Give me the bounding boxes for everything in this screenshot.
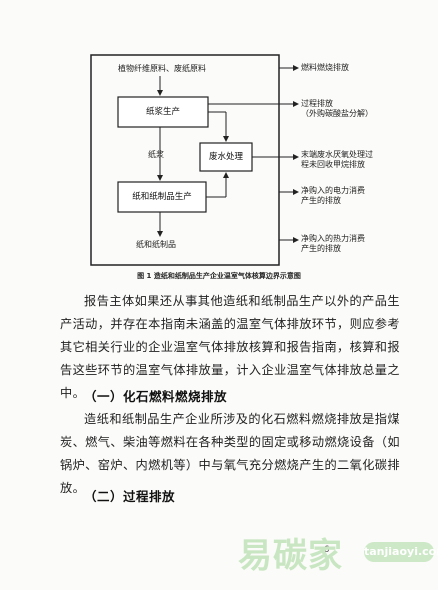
- raw-materials-label: 植物纤维原料、废纸原料: [118, 64, 206, 73]
- paper-box-label: 纸和纸制品生产: [132, 192, 192, 202]
- output-wastewater-methane: 末端废水厌氧处理过 程未回收甲烷排放: [301, 150, 373, 169]
- boundary-diagram: 植物纤维原料、废纸原料 纸浆生产 纸浆 废水处理 纸和纸制品生产 纸和纸制品 燃…: [0, 0, 438, 290]
- pulp-box-label: 纸浆生产: [145, 107, 180, 117]
- paragraph-fossil-fuel: 造纸和纸制品生产企业所涉及的化石燃料燃烧排放是指煤炭、燃气、柴油等燃料在各种类型…: [60, 408, 400, 500]
- output-electricity: 净购入的电力消费 产生的排放: [301, 186, 365, 205]
- output-process: 过程排放 （外购碳酸盐分解）: [301, 99, 373, 118]
- output-heat: 净购入的热力消费 产生的排放: [301, 234, 365, 253]
- pulp-box-frame: [117, 96, 209, 128]
- product-label: 纸和纸制品: [136, 240, 176, 249]
- paragraph-scope: 报告主体如果还从事其他造纸和纸制品生产以外的产品生产活动，并存在本指南未涵盖的温…: [60, 290, 400, 405]
- output-combustion: 燃料燃烧排放: [301, 63, 349, 72]
- heading-process: （二）过程排放: [84, 489, 176, 504]
- watermark-logo-text: 易碳家: [238, 536, 343, 576]
- watermark: 易碳家 tanjiaoyi.com: [228, 526, 438, 578]
- page-number: · 6 ·: [318, 545, 336, 555]
- pulp-label: 纸浆: [148, 150, 164, 159]
- diagram-lines: [90, 54, 299, 266]
- wastewater-box-label: 废水处理: [208, 152, 243, 162]
- figure-caption: 图 1 造纸和纸制品生产企业温室气体核算边界示意图: [137, 272, 301, 280]
- boundary-frame: [90, 54, 280, 266]
- wastewater-box-frame: [199, 142, 253, 172]
- paragraph-fossil-fuel-text: 造纸和纸制品生产企业所涉及的化石燃料燃烧排放是指煤炭、燃气、柴油等燃料在各种类型…: [60, 412, 400, 495]
- heading-fossil-fuel: （一）化石燃料燃烧排放: [84, 389, 228, 404]
- paragraph-scope-text: 报告主体如果还从事其他造纸和纸制品生产以外的产品生产活动，并存在本指南未涵盖的温…: [60, 294, 400, 400]
- watermark-url: tanjiaoyi.com: [364, 542, 438, 562]
